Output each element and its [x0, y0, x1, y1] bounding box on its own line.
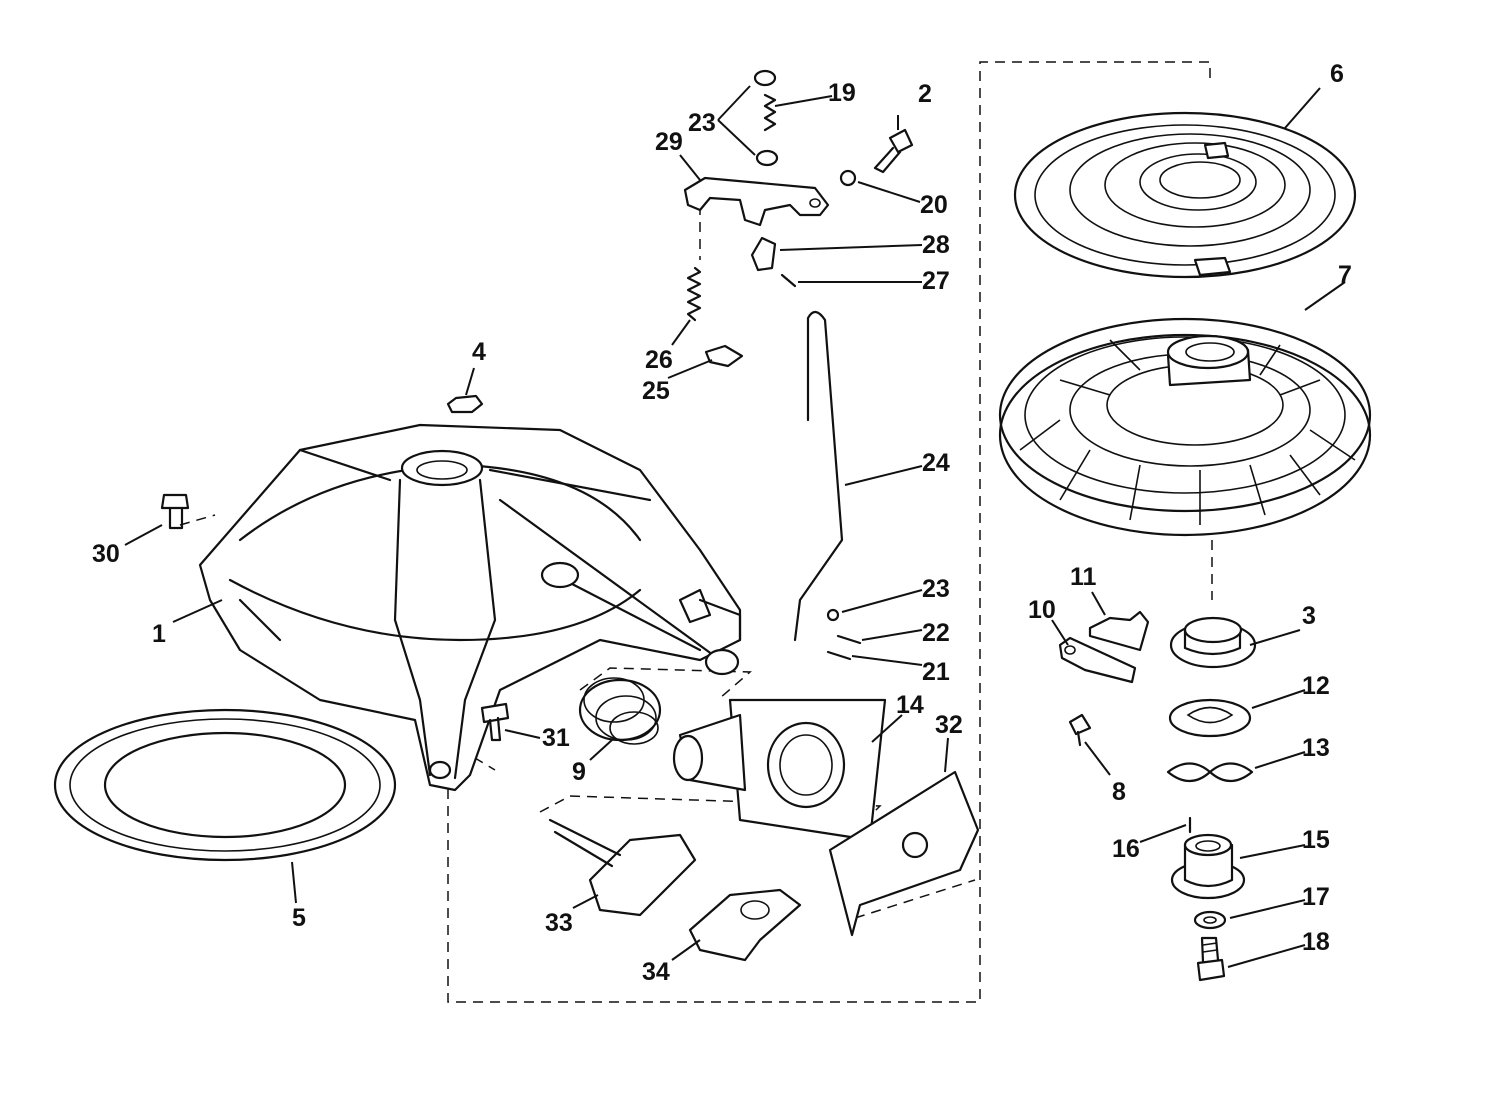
callout-22: 22 [922, 619, 950, 647]
pin-22 [836, 634, 862, 645]
spring-26 [686, 266, 702, 322]
callout-11: 11 [1070, 563, 1097, 591]
callout-34: 34 [642, 958, 670, 986]
callout-32: 32 [935, 711, 963, 739]
callout-9: 9 [572, 758, 586, 786]
screw-31 [480, 702, 510, 742]
callout-20: 20 [920, 191, 948, 219]
callout-17: 17 [1302, 883, 1330, 911]
callout-23b: 23 [922, 575, 950, 603]
callout-27: 27 [922, 267, 950, 295]
screw-18 [1196, 936, 1226, 982]
callout-25: 25 [642, 377, 670, 405]
rope-pulley-7 [998, 317, 1372, 537]
callout-6: 6 [1330, 60, 1344, 88]
recoil-spring-6 [1013, 111, 1357, 279]
screw-8 [1068, 713, 1092, 747]
callout-4: 4 [472, 338, 486, 366]
pin-21 [826, 650, 852, 661]
bushing-15 [1170, 833, 1246, 900]
leader-lines [124, 85, 1346, 968]
callout-14: 14 [896, 691, 924, 719]
starter-housing [198, 423, 742, 792]
washer-23-lower [755, 149, 779, 167]
spring-clip-13 [1166, 762, 1254, 783]
callout-21: 21 [922, 658, 950, 686]
pin-27 [780, 273, 797, 288]
callout-1: 1 [152, 620, 166, 648]
callout-18: 18 [1302, 928, 1330, 956]
pawl-10 [1058, 636, 1137, 684]
ball-23-lower [826, 608, 840, 622]
lever-29 [683, 176, 830, 227]
callout-31: 31 [542, 724, 570, 752]
callout-19: 19 [828, 79, 856, 107]
hub-3 [1169, 616, 1257, 669]
callout-15: 15 [1302, 826, 1330, 854]
callout-29: 29 [655, 128, 683, 156]
cover-plate-32 [828, 770, 980, 937]
washer-12 [1168, 698, 1252, 738]
callout-8: 8 [1112, 778, 1126, 806]
handle-insert-34 [688, 888, 802, 962]
callout-7: 7 [1338, 261, 1352, 289]
callout-labels: 1 2 3 4 5 6 7 8 9 10 11 12 13 14 15 16 1… [92, 60, 1352, 986]
rod-24 [793, 310, 844, 642]
callout-13: 13 [1302, 734, 1330, 762]
callout-33: 33 [545, 909, 573, 937]
callout-10: 10 [1028, 596, 1056, 624]
callout-28: 28 [922, 231, 950, 259]
screw-2 [873, 128, 914, 174]
callout-2: 2 [918, 80, 932, 108]
callout-3: 3 [1302, 602, 1316, 630]
link-25 [704, 344, 744, 368]
coil-spring-9 [578, 677, 662, 745]
bolt-30 [160, 493, 190, 530]
callout-24: 24 [922, 449, 950, 477]
callout-23a: 23 [688, 109, 716, 137]
callout-26: 26 [645, 346, 673, 374]
rope-guide-14 [672, 698, 887, 842]
nut-4 [446, 394, 484, 414]
pawl-28 [750, 236, 777, 272]
washer-23-top [753, 69, 777, 87]
callout-30: 30 [92, 540, 120, 568]
spring-19 [763, 93, 777, 132]
callout-5: 5 [292, 904, 306, 932]
callout-12: 12 [1302, 672, 1330, 700]
pawl-11 [1088, 610, 1150, 652]
dashed-group-right [447, 61, 1211, 1003]
callout-16: 16 [1112, 835, 1140, 863]
starter-handle-33 [548, 818, 697, 917]
housing-gasket-ring [53, 708, 397, 862]
washer-17 [1193, 910, 1227, 930]
washer-20 [839, 169, 857, 187]
